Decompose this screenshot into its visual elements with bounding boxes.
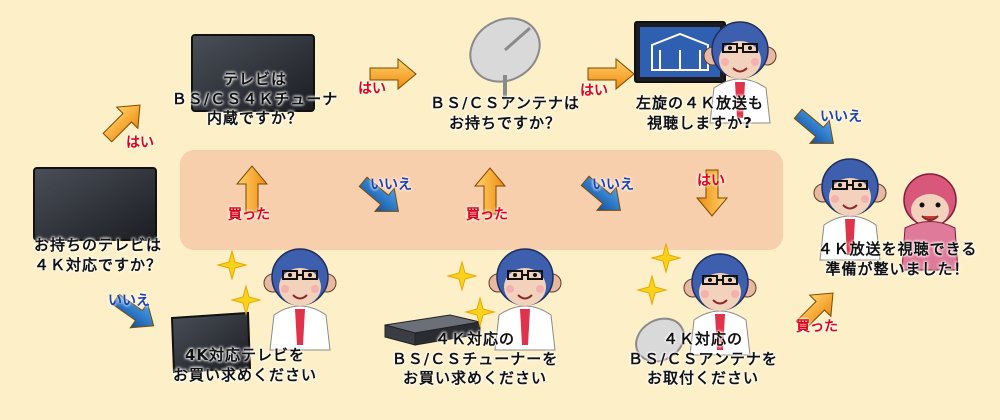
- label-yes: はい: [358, 81, 386, 97]
- label-no: いいえ: [592, 177, 634, 193]
- sparkle-icon: [447, 261, 477, 291]
- label-yes: はい: [697, 173, 725, 189]
- monkey-mascot-icon: [901, 173, 959, 271]
- question-tv-4k: お持ちのテレビは ４Ｋ対応ですか？: [33, 236, 162, 274]
- set-top-box-icon: [384, 314, 481, 346]
- tv-icon: [191, 34, 315, 112]
- label-bought: 買った: [228, 207, 270, 223]
- label-no: いいえ: [370, 177, 412, 193]
- sparkle-icon: [651, 243, 681, 273]
- sparkle-icon: [231, 285, 261, 315]
- question-left-hand-circular: 左旋の４Ｋ放送も 視聴しますか?: [635, 94, 764, 132]
- label-yes: はい: [580, 83, 608, 99]
- question-tuner-builtin: テレビは ＢＳ/ＣＳ４Ｋチューナ 内蔵ですか？: [171, 70, 339, 127]
- question-antenna: ＢＳ/ＣＳアンテナは お持ちですか？: [430, 94, 580, 132]
- label-no: いいえ: [108, 293, 150, 309]
- monkey-mascot-icon: [263, 248, 337, 351]
- satellite-dish-icon: [635, 317, 685, 363]
- action-install-antenna: ４Ｋ対応の ＢＳ/ＣＳアンテナを お取付ください: [628, 330, 778, 387]
- tv-icon: [33, 167, 157, 241]
- result-ready: ４Ｋ放送を視聴できる 準備が整いました！: [817, 240, 978, 278]
- label-bought: 買った: [466, 207, 508, 223]
- sparkle-icon: [637, 275, 667, 305]
- action-buy-tuner: ４Ｋ対応の ＢＳ/ＣＳチューナーを お買い求めください: [391, 330, 559, 387]
- label-bought: 買った: [796, 319, 838, 335]
- action-buy-4k-tv: 4K対応テレビを お買い求めください: [172, 346, 317, 384]
- satellite-dish-icon: [469, 17, 541, 100]
- label-no: いいえ: [820, 109, 862, 125]
- label-yes: はい: [126, 135, 154, 151]
- sparkle-icon: [217, 250, 247, 280]
- background-band: [180, 150, 783, 250]
- tv-icon: [170, 311, 252, 374]
